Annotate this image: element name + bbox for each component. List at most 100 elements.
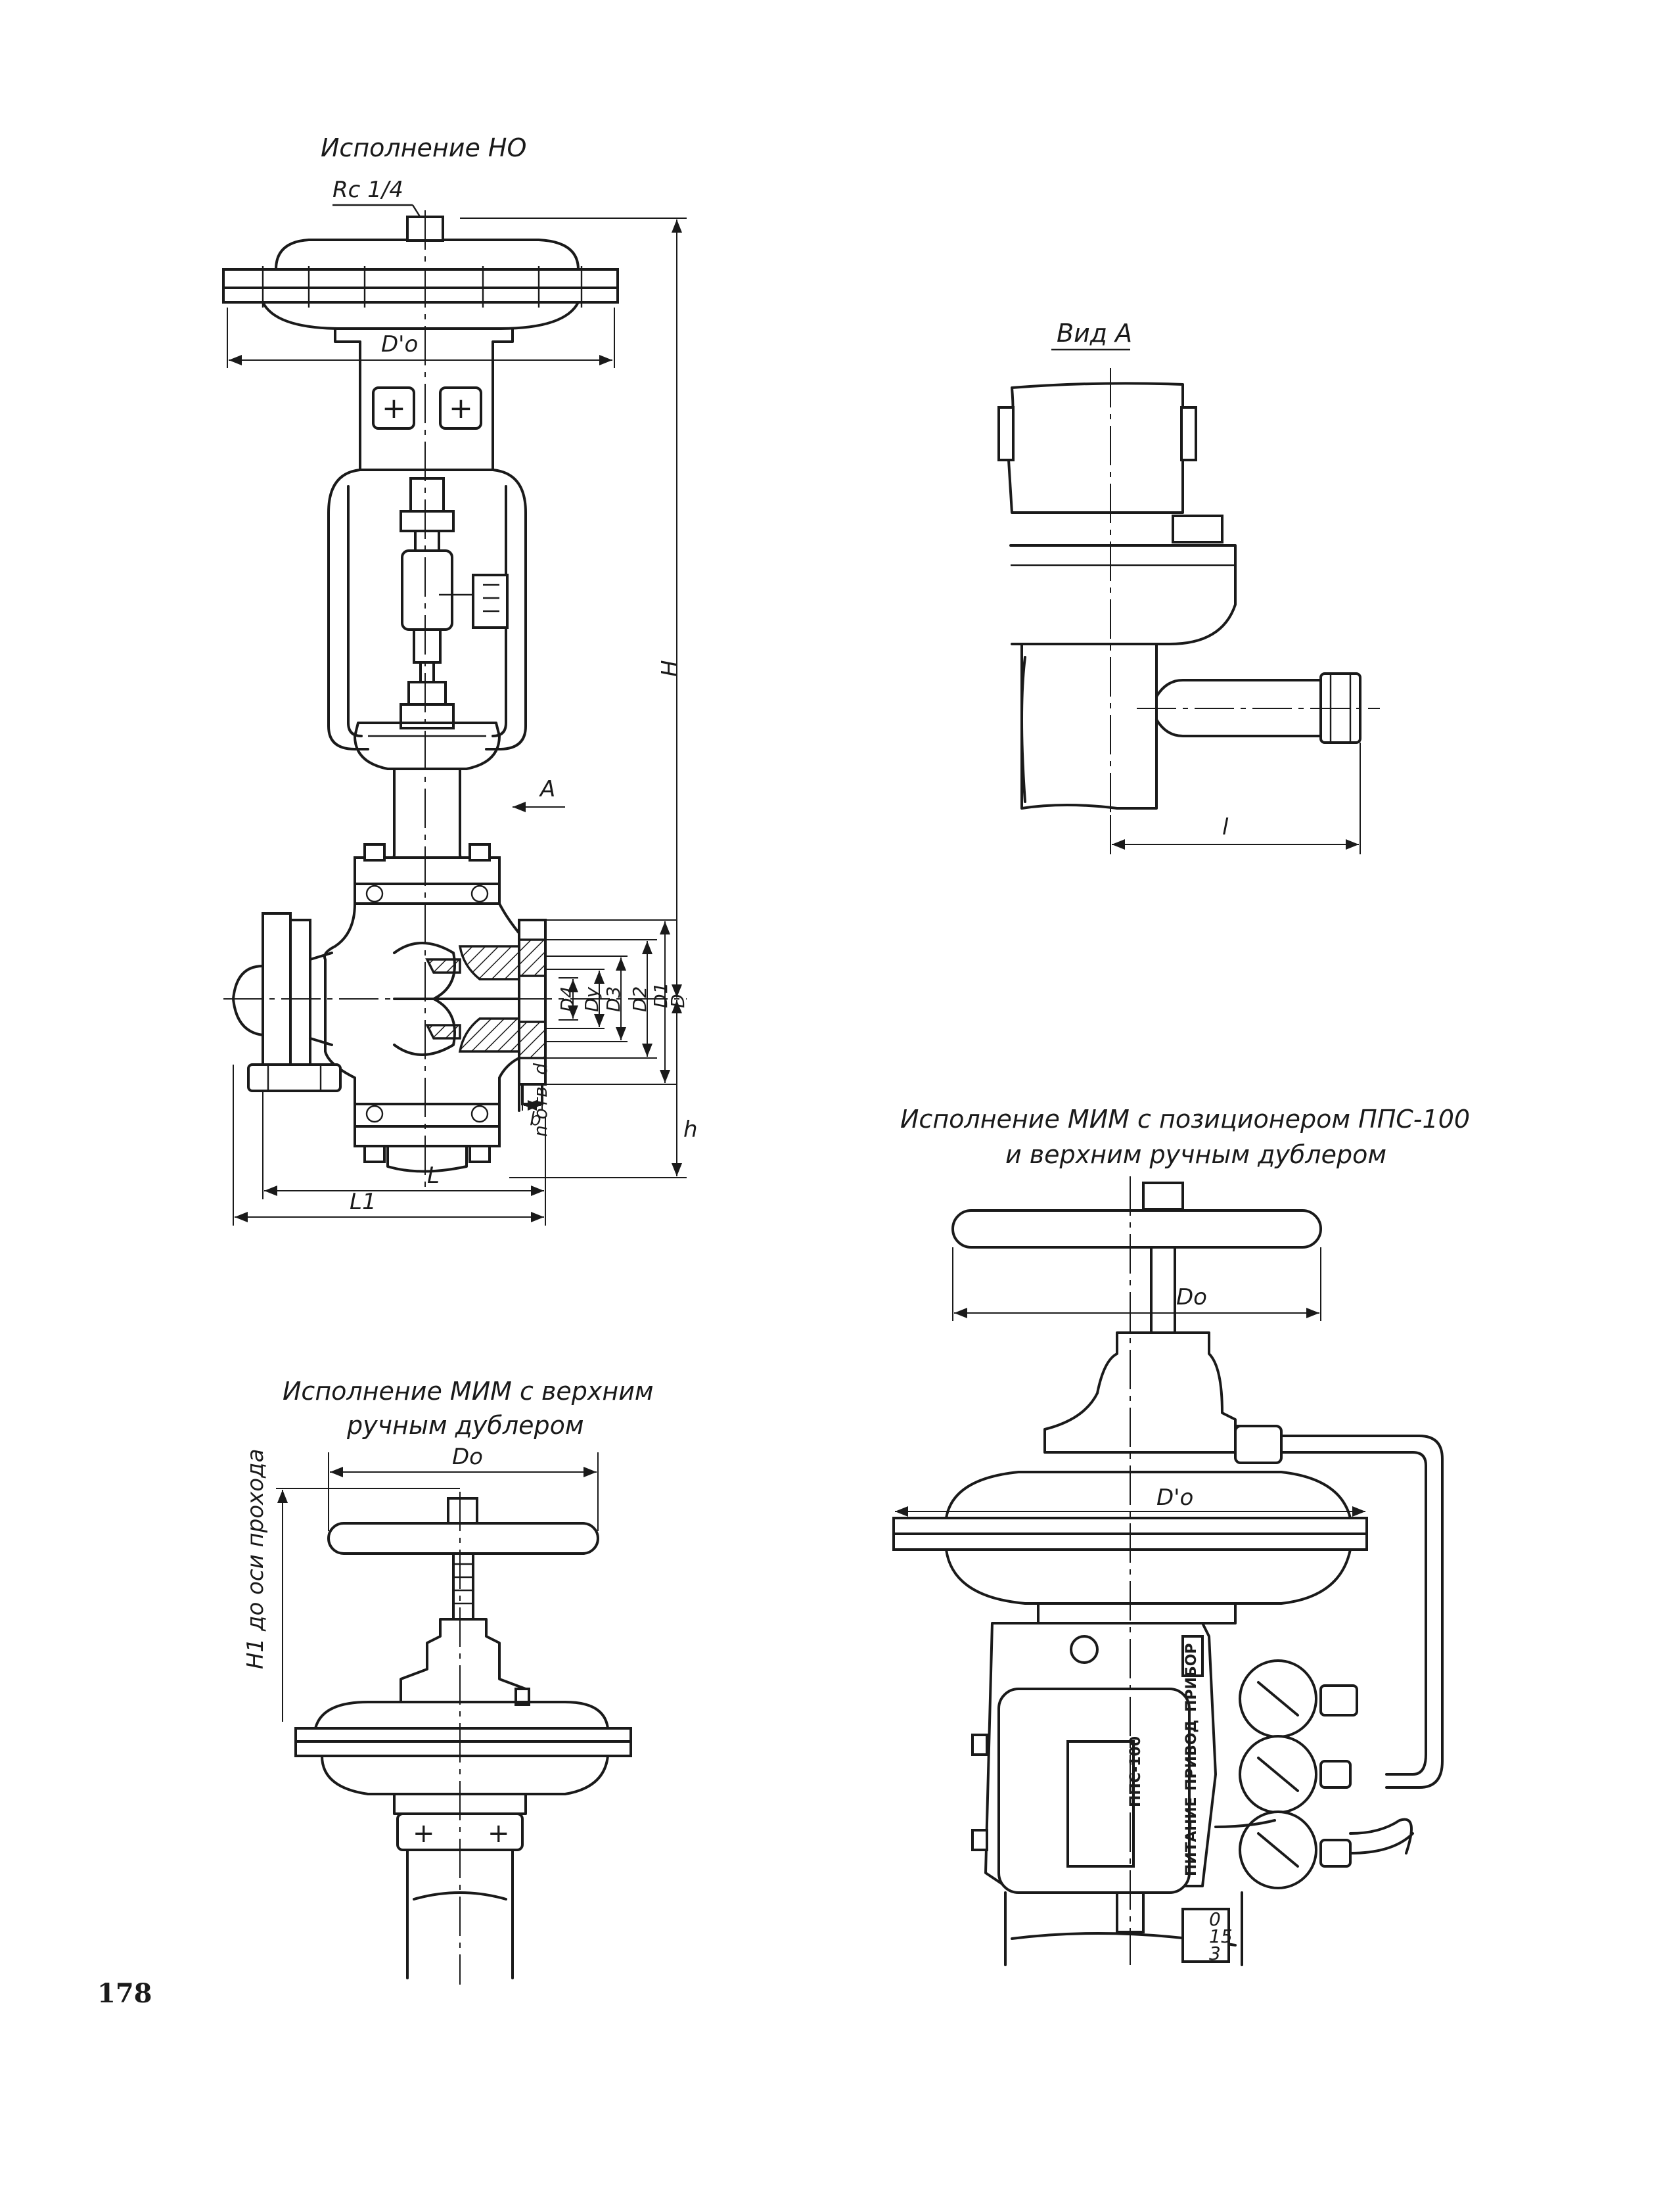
dim-b-label: b [530,1108,541,1130]
positioner-tube-inner [1280,1451,1427,1776]
bonnet-top-flange [354,722,501,770]
yoke-window-left [372,386,415,430]
handwheel-nut [447,1497,478,1525]
mim-lower-cover [321,1755,609,1795]
view-a-bonnet [1009,544,1237,645]
view-mim-title-1: Исполнение МИМ с верхним [283,1377,654,1406]
right-flange-section [393,919,547,1105]
positioner-handwheel [951,1209,1322,1249]
plus-icon: + [413,1818,435,1849]
mim-upper-cover [314,1701,609,1730]
view-pos-dim-do-label: Do [1176,1284,1207,1310]
view-a-break-line [1020,656,1026,803]
bolt-holes-label: n отв. d [530,1063,551,1137]
plus-icon: + [488,1818,510,1849]
bottom-cover [386,1145,468,1173]
view-a-boss-left [997,406,1015,461]
scale-mid: 15 [1209,1925,1233,1947]
dim-l-label: L [427,1163,440,1189]
stroke-scale [1181,1908,1230,1963]
label-instrument: ПРИБОР [1183,1643,1200,1712]
handwheel [327,1522,599,1555]
dim-height-label: H [657,660,683,677]
mount-bolt [971,1734,988,1756]
diaphragm-flange-upper [222,268,619,289]
view-pos-title-1: Исполнение МИМ с позиционером ППС-100 [900,1105,1470,1134]
positioner-screw-head [1070,1635,1099,1664]
dim-d3-label: D3 [603,986,624,1012]
view-pos-title-2: и верхним ручным дублером [1005,1140,1386,1169]
port-label: Rc 1/4 [332,177,403,203]
body-bottom-flange [354,1103,501,1128]
view-a-neck [1020,643,1158,810]
flange-bolts-bottom [363,1105,491,1163]
stroke-indicator-scale [439,574,509,629]
mim-flange-lower [294,1740,632,1757]
view-a-yoke [1007,382,1184,514]
view-mim-h1-label: H1 до оси прохода [242,1449,269,1669]
positioner-name-plate [1066,1740,1135,1868]
positioner-screw [1150,1246,1176,1334]
bottom-cover-flange [354,1125,501,1147]
positioner-tube [1280,1435,1444,1789]
view-a-bracket [1172,515,1223,543]
positioner-lever [1181,1635,1204,1677]
gauge-instrument [1239,1659,1358,1738]
dim-d1-label: D1 [650,982,672,1008]
diaphragm-flange-lower [222,287,619,304]
positioner-lower-cover [945,1548,1352,1605]
view-normally-open: Исполнение НО Rc 1/4 D'o + + [222,133,698,1226]
view-arrow-a-label: A [539,776,555,802]
positioner-neck [1037,1602,1237,1624]
dim-h-label: h [683,1117,698,1143]
positioner-yoke-lower [1004,1891,1243,1966]
view-mim-title-2: ручным дублером [346,1411,584,1440]
dim-dy-label: Dy [581,986,603,1012]
dim-d2-label: D2 [629,986,651,1012]
manual-drive-housing [400,1618,527,1703]
positioner-handwheel-nut [1142,1182,1184,1210]
view-a: Вид А l [997,319,1380,854]
view-a-positioner-stub [1155,679,1322,737]
positioner-bracket [984,1622,1217,1887]
gauge-supply [1239,1810,1352,1889]
mim-yoke-body [406,1849,514,1979]
diaphragm-lower-cover [262,301,580,330]
yoke-frame [327,469,527,750]
scale-bot: 3 [1209,1943,1221,1964]
seat-diameter-dims [545,919,677,1085]
mim-flange-upper [294,1727,632,1743]
positioner-upper-cover [945,1471,1352,1519]
mim-break-line [413,1891,507,1901]
dim-d4-label: D4 [557,986,578,1012]
label-drive: ПРИВОД [1183,1720,1200,1791]
valve-stem [400,477,455,729]
dim-diaphragm-label: D'o [381,331,418,357]
diaphragm-bolts [262,266,583,308]
view-mim-dim-label: Do [452,1444,483,1470]
valve-body-outline [323,902,520,1105]
dim-l1-label: L1 [350,1189,377,1215]
bonnet-neck [373,768,481,862]
view-a-dim-label: l [1222,814,1229,841]
view-mim-positioner: Исполнение МИМ с позиционером ППС-100 и … [892,1105,1470,1966]
flange-bolts-top [363,843,491,903]
plus-icon: + [382,392,406,425]
label-supply: ПИТАНИЕ [1183,1797,1200,1876]
mount-bolt [971,1829,988,1851]
yoke-upper-body [334,327,514,471]
screw-threads [453,1563,473,1605]
view-a-boss-right [1180,406,1197,461]
positioner-fitting-top [1234,1425,1283,1464]
positioner-drive-housing [1043,1331,1237,1454]
view-a-title: Вид А [1057,319,1132,348]
supply-tubes [1214,1818,1414,1855]
yoke-frame-inner [347,485,507,737]
scale-top: 0 [1209,1908,1221,1930]
view-mim-handwheel: Исполнение МИМ с верхним ручным дублером… [242,1377,654,1985]
page-number: 178 [97,1978,152,2009]
yoke-window-right [439,386,482,430]
view-no-title: Исполнение НО [321,133,526,162]
